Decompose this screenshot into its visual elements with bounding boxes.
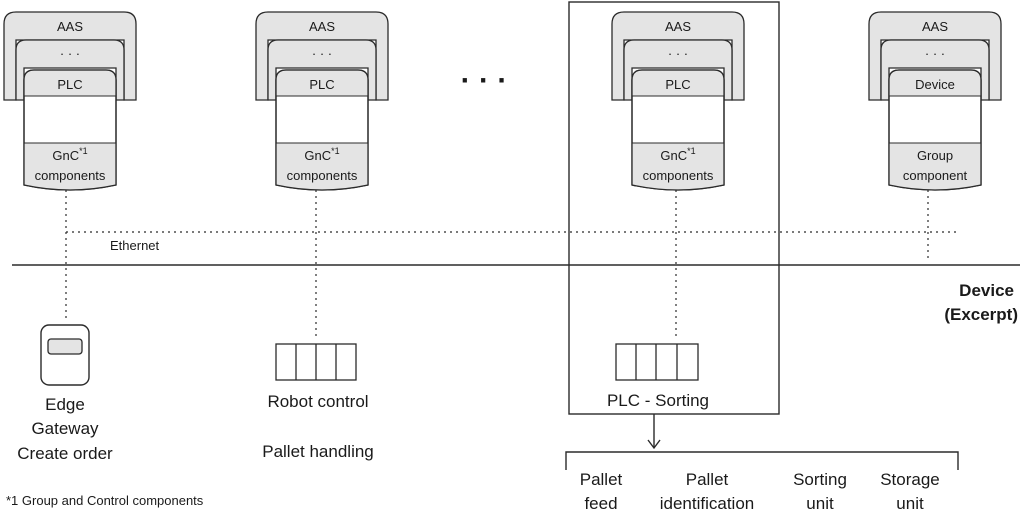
robot-plc-module-icon — [275, 343, 357, 381]
aas-dots-label: · · · — [668, 46, 688, 61]
aas-label: AAS — [57, 19, 83, 34]
subcomponent-pallet-id-1: Pallet — [686, 470, 729, 489]
subcomponent-pallet-id-2: identification — [660, 494, 755, 513]
edge-label-1: Edge — [45, 395, 85, 414]
robot-label-2: Pallet handling — [262, 442, 374, 461]
ethernet-bus — [65, 190, 958, 340]
component-head-label: PLC — [665, 77, 690, 92]
subcomponent-storage-unit-2: unit — [896, 494, 924, 513]
edge-gateway-device-icon — [40, 324, 90, 386]
sorting-plc-module-icon — [615, 343, 699, 381]
aas-stack-1: AAS · · · PLC GnC*1 components — [3, 11, 137, 191]
aas-stack-3: AAS · · · PLC GnC*1 components — [611, 11, 745, 191]
component-foot-label-2: component — [903, 168, 968, 183]
footnote: *1 Group and Control components — [6, 493, 204, 508]
aas-dots-label: · · · — [60, 46, 80, 61]
aas-frame — [3, 11, 137, 101]
component-foot-label: GnC*1 — [52, 146, 87, 163]
component-head-label: Device — [915, 77, 955, 92]
aas-label: AAS — [922, 19, 948, 34]
aas-stack-4: AAS · · · Device Group component — [868, 11, 1002, 191]
component-foot-label: Group — [917, 148, 953, 163]
subcomponent-storage-unit-1: Storage — [880, 470, 940, 489]
component-foot-band — [24, 143, 116, 190]
aas-dots-label: · · · — [312, 46, 332, 61]
sorting-plc-label: PLC - Sorting — [607, 391, 709, 410]
edge-label-3: Create order — [17, 444, 113, 463]
subcomponent-sorting-unit-1: Sorting — [793, 470, 847, 489]
aas-stack-2: AAS · · · PLC GnC*1 components — [255, 11, 389, 191]
robot-label-1: Robot control — [267, 392, 368, 411]
component-foot-label: GnC*1 — [660, 146, 695, 163]
device-header-line2: (Excerpt) — [944, 305, 1018, 324]
arrow-to-subcomponents — [647, 414, 661, 450]
device-header-line1: Device — [959, 281, 1014, 300]
subcomponent-pallet-feed-2: feed — [584, 494, 617, 513]
component-head-label: PLC — [309, 77, 334, 92]
edge-label-2: Gateway — [31, 419, 99, 438]
component-head-band — [24, 71, 116, 96]
subcomponent-sorting-unit-2: unit — [806, 494, 834, 513]
subcomponents-bracket — [565, 451, 959, 470]
aas-label: AAS — [309, 19, 335, 34]
ethernet-label: Ethernet — [110, 238, 160, 253]
aas-inner-frame — [15, 39, 125, 101]
sorting-highlight-frame — [568, 1, 780, 415]
component-foot-label: GnC*1 — [304, 146, 339, 163]
aas-label: AAS — [665, 19, 691, 34]
component-head-label: PLC — [57, 77, 82, 92]
component-foot-label-2: components — [287, 168, 358, 183]
subcomponent-pallet-feed-1: Pallet — [580, 470, 623, 489]
aas-dots-label: · · · — [925, 46, 945, 61]
component-foot-label-2: components — [35, 168, 106, 183]
ellipsis-more-stacks: · · · — [461, 64, 508, 97]
component-foot-label-2: components — [643, 168, 714, 183]
